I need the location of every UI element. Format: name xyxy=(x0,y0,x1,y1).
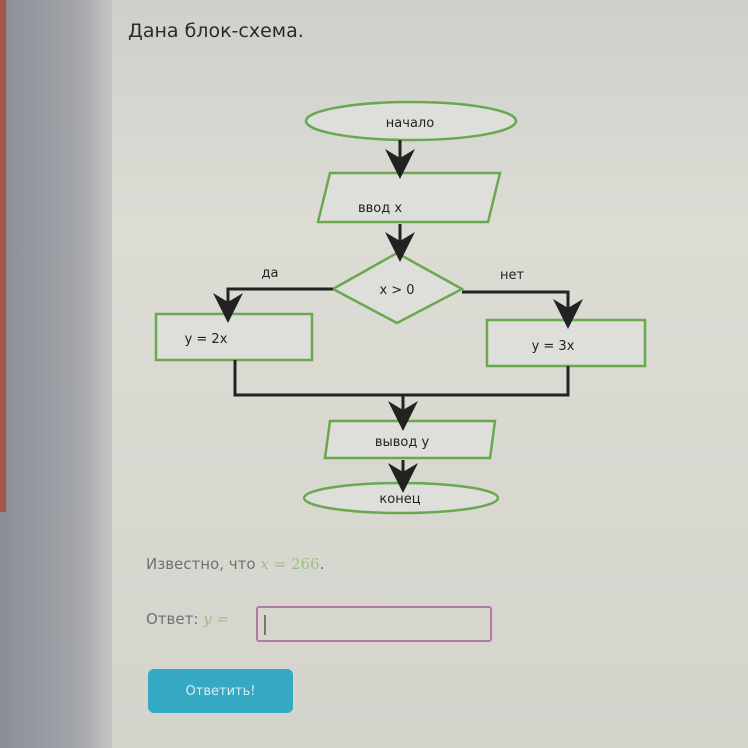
task-title: Дана блок-схема. xyxy=(128,20,304,42)
known-statement: Известно, что x = 266. xyxy=(146,555,324,573)
no-action-label: y = 3x xyxy=(532,339,575,354)
condition-shape xyxy=(330,251,465,325)
input-shape xyxy=(316,171,502,224)
start-shape xyxy=(304,100,518,142)
arrow-no xyxy=(462,290,583,329)
known-prefix: Известно, что xyxy=(146,555,256,573)
no-label: нет xyxy=(500,268,524,283)
end-label: конец xyxy=(379,492,420,507)
answer-var: y xyxy=(203,610,212,628)
arrow-yes xyxy=(213,287,333,323)
known-value: 266 xyxy=(290,555,320,573)
text-caret xyxy=(264,615,266,635)
known-suffix: . xyxy=(319,555,325,573)
submit-button[interactable]: Ответить! xyxy=(148,669,293,713)
left-panel xyxy=(0,0,112,748)
input-label: ввод x xyxy=(358,201,402,216)
answer-input[interactable] xyxy=(256,606,492,642)
output-shape xyxy=(323,419,497,460)
answer-row: Ответ: y = xyxy=(146,610,229,628)
yes-action-shape xyxy=(154,312,314,362)
known-var: x xyxy=(260,555,269,573)
yes-action-label: y = 2x xyxy=(185,332,228,347)
left-edge xyxy=(0,0,6,512)
condition-label: x > 0 xyxy=(379,283,414,298)
yes-label: да xyxy=(262,266,279,281)
start-label: начало xyxy=(386,116,434,131)
known-eq: = xyxy=(273,555,287,573)
answer-label: Ответ: xyxy=(146,610,199,628)
answer-eq: = xyxy=(216,610,230,628)
output-label: вывод y xyxy=(375,435,430,450)
